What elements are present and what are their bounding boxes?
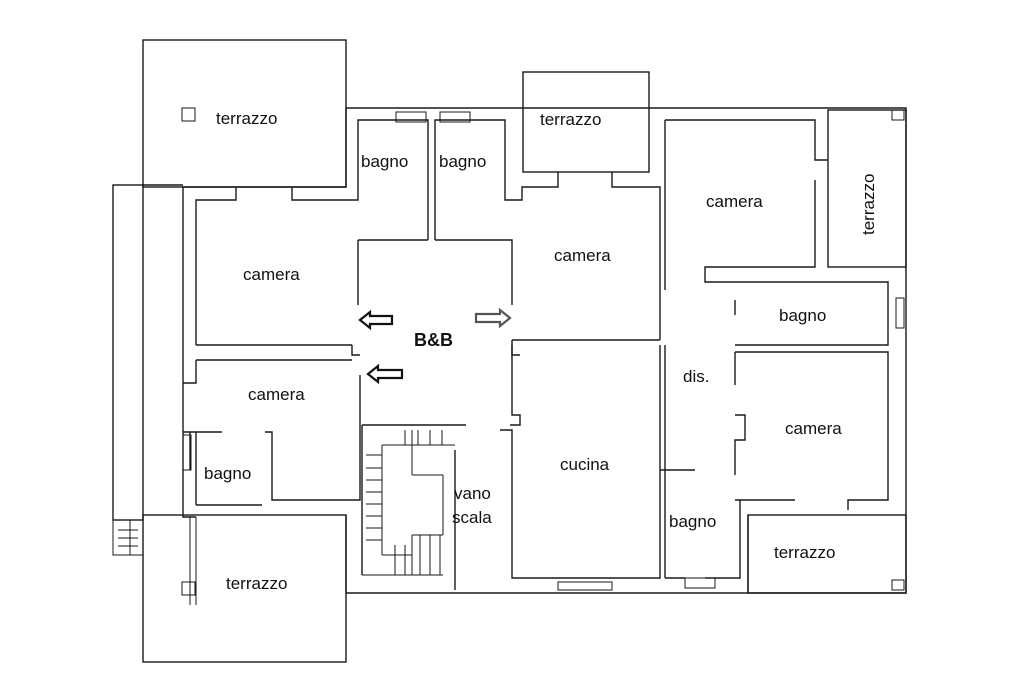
entrance-arrows (358, 307, 512, 385)
windows (182, 109, 905, 591)
interior-walls (183, 119, 905, 593)
room-label-camera: camera (706, 192, 763, 211)
room-label-terrazzo: terrazzo (540, 110, 601, 129)
room-label-terrazzo: terrazzo (774, 543, 835, 562)
room-label-bagno: bagno (669, 512, 716, 531)
room-label-camera: camera (785, 419, 842, 438)
arrow-left-icon (358, 309, 394, 331)
room-label-bagno: bagno (204, 464, 251, 483)
terrace-outlines (142, 39, 907, 663)
terrace-fixture (181, 107, 196, 122)
room-label-cucina: cucina (560, 455, 610, 474)
room-label-bagno: bagno (361, 152, 408, 171)
room-label-camera: camera (248, 385, 305, 404)
room-label-camera: camera (243, 265, 300, 284)
room-label-scala: scala (452, 508, 492, 527)
room-label-terrazzo: terrazzo (226, 574, 287, 593)
arrow-right-icon (474, 307, 512, 329)
outer-walls (112, 107, 907, 605)
room-label-bagno: bagno (779, 306, 826, 325)
room-label-camera: camera (554, 246, 611, 265)
room-label-terrazzo: terrazzo (216, 109, 277, 128)
room-label-vano: vano (454, 484, 491, 503)
stair-treads (362, 430, 455, 576)
room-label-terrazzo: terrazzo (859, 174, 878, 235)
room-label-bagno: bagno (439, 152, 486, 171)
center-label: B&B (414, 330, 453, 350)
room-label-dis: dis. (683, 367, 709, 386)
terrace-fixture (181, 581, 196, 596)
arrow-left-icon (366, 363, 404, 385)
